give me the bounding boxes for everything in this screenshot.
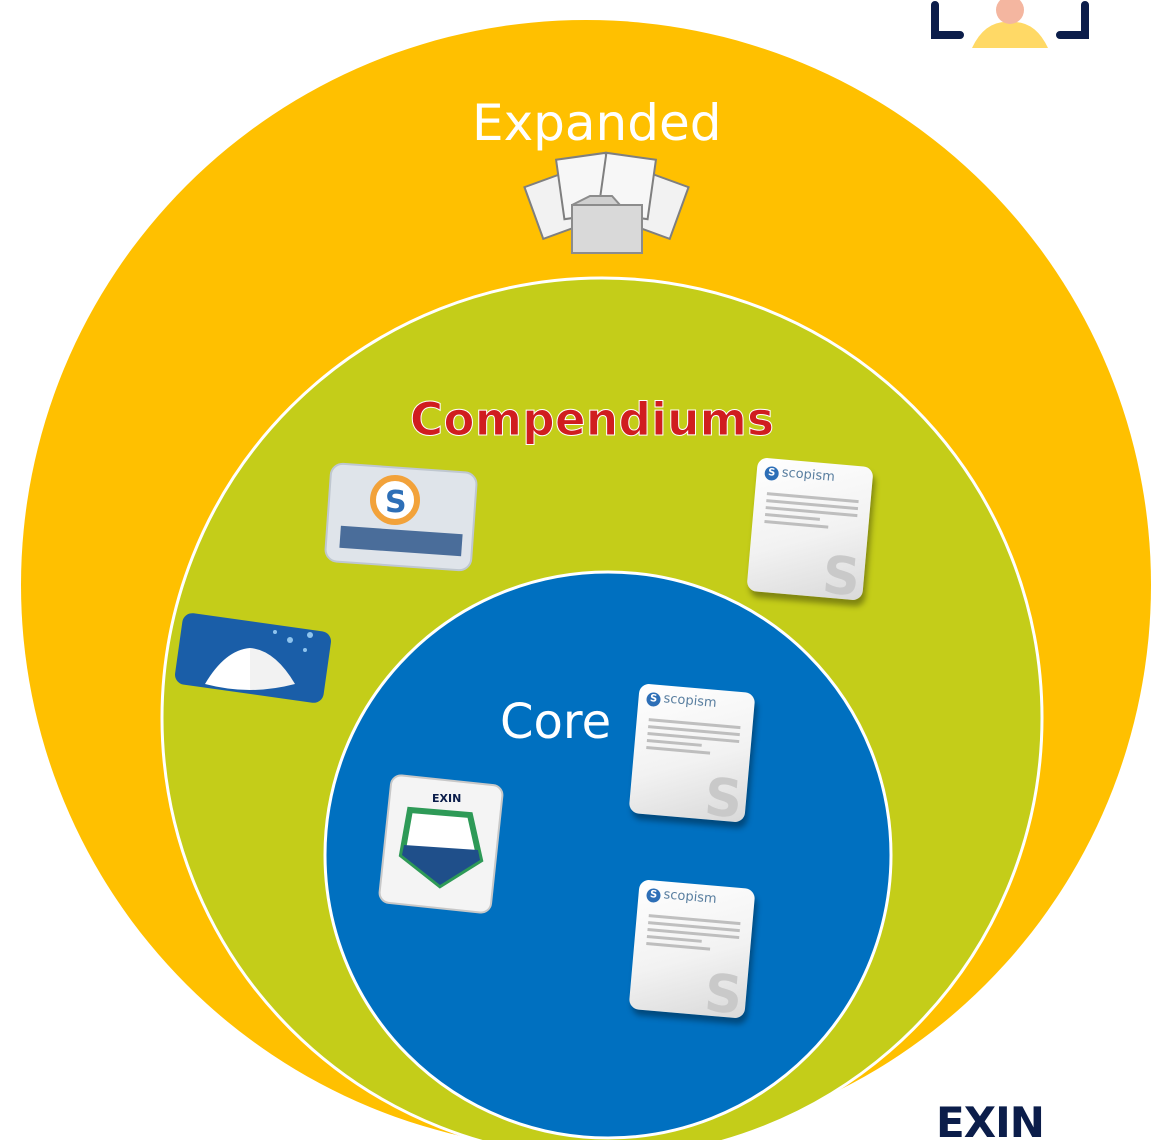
compendiums-label: Compendiums xyxy=(409,393,775,447)
exin-logo: EXIN xyxy=(936,1098,1045,1147)
scopism-watermark-icon: S xyxy=(819,545,863,601)
svg-text:EXIN: EXIN xyxy=(432,792,461,805)
svg-text:S: S xyxy=(385,485,407,520)
sam-certificate-icon: S xyxy=(324,462,478,572)
exin-certificate-icon: EXIN xyxy=(378,774,504,914)
documents-folder-icon xyxy=(523,151,690,254)
scopism-watermark-icon: S xyxy=(702,963,745,1019)
book-icon xyxy=(175,613,331,703)
person-icon xyxy=(931,0,1089,48)
scopism-watermark-icon: S xyxy=(702,767,745,823)
core-label: Core xyxy=(500,694,612,750)
expanded-label: Expanded xyxy=(472,94,722,152)
